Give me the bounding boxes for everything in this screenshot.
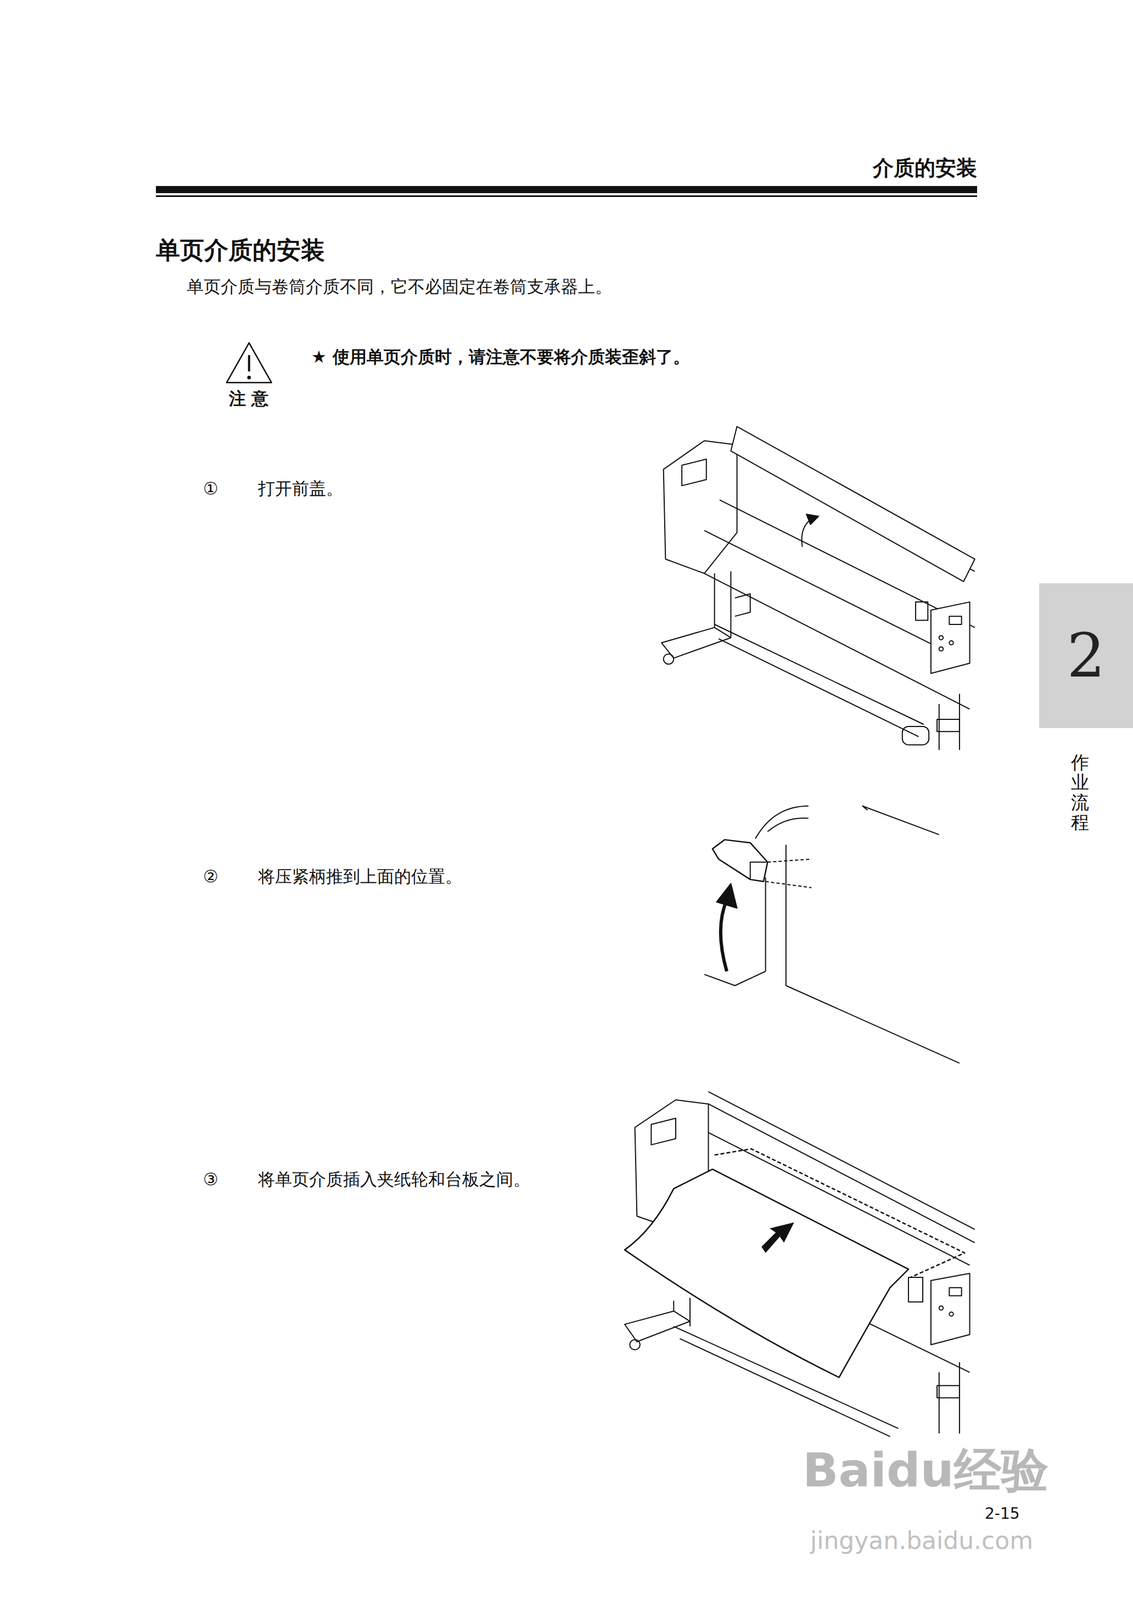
control-panel	[930, 1274, 970, 1346]
panel-screen	[949, 1288, 962, 1297]
stand-foot	[661, 627, 731, 659]
open-arrow-head	[806, 514, 819, 525]
caution-note: ★ 使用单页介质时，请注意不要将介质装歪斜了。	[311, 346, 691, 368]
display-window	[681, 459, 707, 486]
step-number: ③	[203, 1169, 219, 1191]
roll-holder	[735, 593, 751, 617]
running-header: 介质的安装	[872, 155, 978, 182]
chapter-number: 2	[1067, 625, 1106, 687]
chapter-name: 作业流程	[1070, 753, 1090, 833]
step-number: ②	[203, 866, 219, 888]
section-title: 单页介质的安装	[155, 236, 325, 266]
step-text: 打开前盖。	[257, 478, 344, 499]
watermark-url: jingyan.baidu.com	[810, 1527, 1034, 1557]
pressure-lever-detail	[704, 806, 960, 1064]
roll-bar	[673, 1326, 899, 1438]
lever-arrow-head	[716, 883, 737, 909]
watermark: Baidu经验	[802, 1442, 1049, 1500]
header-rule-thin	[155, 195, 978, 198]
stand-foot	[624, 1311, 691, 1343]
printer-open-cover	[661, 426, 975, 750]
control-panel	[930, 602, 970, 674]
chapter-tab: 2	[1039, 583, 1133, 729]
caster-wheel	[629, 1340, 641, 1351]
side-frame	[765, 845, 787, 987]
leg-collar	[937, 719, 960, 732]
caution-triangle	[226, 343, 272, 384]
intro-text: 单页介质与卷筒介质不同，它不必固定在卷筒支承器上。	[186, 276, 613, 297]
page-number: 2-15	[984, 1505, 1020, 1524]
pressure-lever	[712, 839, 768, 882]
side-frame-arc	[767, 818, 809, 833]
display-window	[651, 1118, 676, 1146]
lever-edge	[750, 862, 768, 880]
step-text: 将压紧柄推到上面的位置。	[257, 866, 463, 888]
panel-button	[949, 1312, 953, 1317]
left-end-cap	[663, 440, 738, 574]
base-line	[786, 985, 960, 1064]
panel-button	[939, 635, 944, 640]
sheet-media	[624, 1169, 909, 1378]
media-inserted-position	[714, 1149, 966, 1278]
leg-collar	[937, 1386, 960, 1399]
roll-end	[902, 726, 929, 745]
caution-word: 注 意	[228, 388, 269, 409]
step-text: 将单页介质插入夹纸轮和台板之间。	[257, 1169, 531, 1191]
caution-mark	[248, 355, 251, 372]
caster-wheel	[663, 654, 675, 665]
base-edge	[704, 971, 766, 986]
step-number: ①	[203, 478, 219, 499]
printer-insert-sheet	[624, 1092, 975, 1438]
top-line	[862, 806, 939, 835]
panel-button	[949, 641, 953, 645]
caution-dot	[247, 376, 251, 380]
panel-button	[939, 647, 944, 652]
roll-bar	[714, 624, 924, 738]
stand-leg	[939, 693, 960, 750]
lever-block	[915, 602, 928, 621]
panel-button	[939, 1306, 944, 1311]
line-art	[226, 343, 975, 1438]
insert-arrow	[761, 1223, 795, 1254]
lever-down-position	[765, 859, 812, 889]
side-frame-arc	[755, 806, 809, 840]
lever-block	[908, 1277, 923, 1303]
panel-screen	[949, 616, 962, 625]
body-bottom	[704, 573, 970, 710]
lever-arrow	[720, 900, 727, 972]
front-cover	[730, 426, 975, 582]
header-rule	[155, 186, 978, 194]
